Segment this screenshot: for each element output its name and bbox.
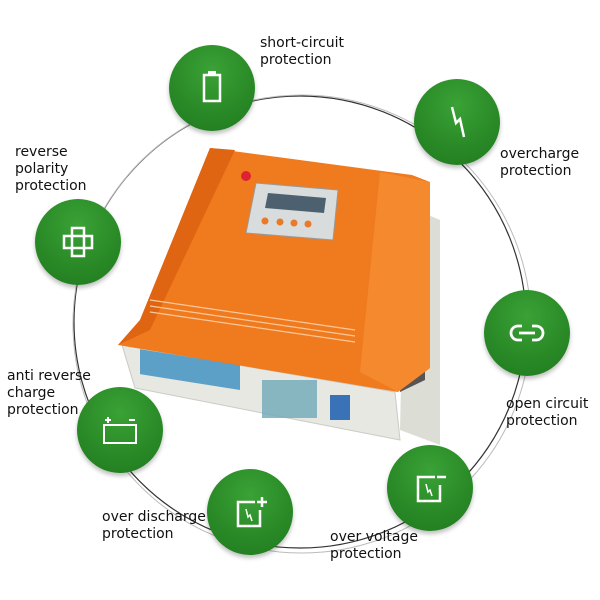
over-discharge-badge [207, 469, 293, 555]
label-line: protection [15, 178, 87, 194]
label-line: protection [330, 546, 402, 562]
short-circuit-label: short-circuit protection [260, 35, 344, 69]
battery-plus-icon [236, 497, 267, 528]
breaker-switch [330, 395, 350, 420]
label-line: anti reverse [7, 368, 91, 384]
lid-right-edge [360, 172, 430, 392]
battery-minus-icon [416, 475, 446, 503]
open-circuit-badge [484, 290, 570, 376]
label-line: over discharge [102, 509, 206, 525]
label-line: charge [7, 385, 56, 401]
label-line: overcharge [500, 146, 580, 162]
label-line: polarity [15, 161, 69, 177]
label-line: short-circuit [260, 35, 345, 51]
battery-icon [202, 71, 222, 103]
anti-reverse-charge-label: anti reverse charge protection [7, 368, 91, 419]
brand-logo [241, 171, 251, 181]
over-voltage-label: over voltage protection [330, 529, 418, 563]
label-line: protection [102, 526, 174, 542]
over-discharge-label: over discharge protection [102, 509, 206, 543]
battery-terminals-icon [103, 417, 137, 444]
lcd-screen [265, 193, 326, 213]
label-line: protection [500, 163, 572, 179]
cross-icon [62, 226, 94, 258]
control-buttons[interactable] [261, 217, 312, 228]
reverse-polarity-badge [35, 199, 121, 285]
anti-reverse-charge-badge [77, 387, 163, 473]
label-line: over voltage [330, 529, 418, 545]
overcharge-badge [414, 79, 500, 165]
link-icon [509, 324, 545, 342]
short-circuit-badge [169, 45, 255, 131]
label-line: open circuit [506, 396, 589, 412]
label-line: protection [506, 413, 578, 429]
lightning-icon [450, 106, 466, 138]
lid-left-edge [118, 148, 235, 345]
lid-stripes [149, 299, 356, 343]
label-line: protection [7, 402, 79, 418]
overcharge-label: overcharge protection [500, 146, 579, 180]
control-panel [245, 182, 339, 241]
over-voltage-badge [387, 445, 473, 531]
terminals [140, 349, 240, 391]
circuit-breaker-label [262, 380, 317, 418]
label-line: reverse [15, 144, 68, 160]
reverse-polarity-label: reverse polarity protection [15, 144, 87, 195]
open-circuit-label: open circuit protection [506, 396, 588, 430]
label-line: protection [260, 52, 332, 68]
